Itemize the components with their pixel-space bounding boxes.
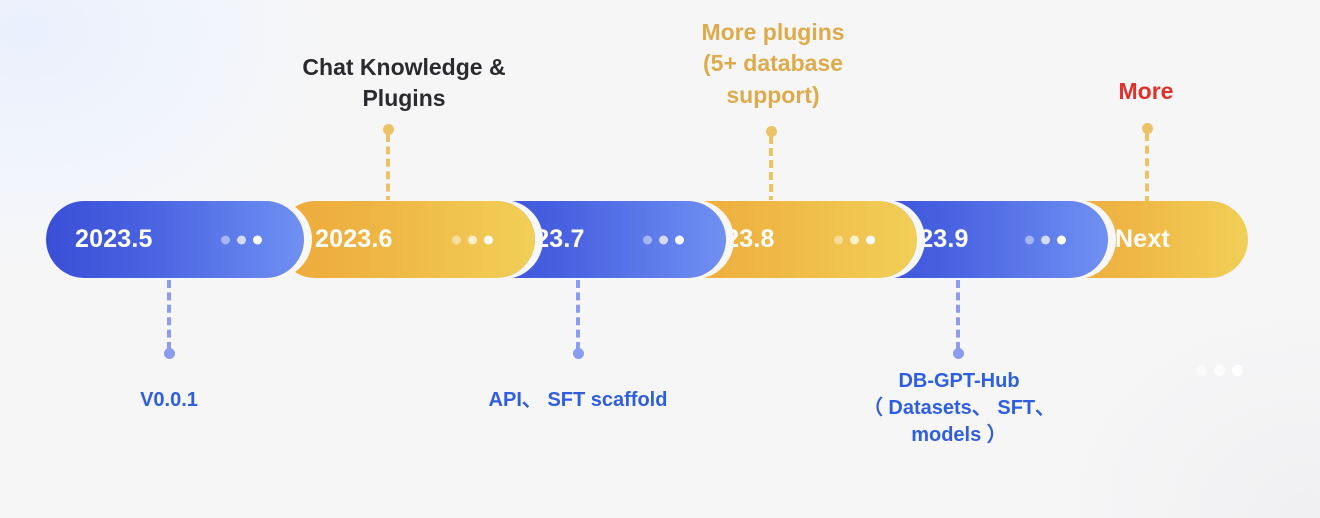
connector-knob-icon [1141, 123, 1153, 134]
segment-dots-icon [221, 235, 262, 244]
connector-above-2023-6 [382, 124, 394, 204]
annotation-chat-knowledge-plugins: Chat Knowledge & Plugins [302, 54, 506, 112]
annotation-more: More [1118, 78, 1174, 104]
annotation-api-sft-scaffold: API、 SFT scaffold [488, 389, 668, 411]
connector-line [576, 280, 580, 350]
connector-line [769, 136, 773, 204]
connector-knob-icon [572, 348, 584, 359]
decorative-dots-icon [1196, 365, 1243, 376]
connector-below-2023-9 [952, 280, 964, 360]
connector-line [386, 134, 390, 204]
annotation-db-gpt-hub: DB-GPT-Hub （ Datasets、 SFT、 models ） [862, 370, 1056, 447]
connector-knob-icon [163, 348, 175, 359]
segment-dots-icon [1025, 235, 1066, 244]
segment-dots-icon [643, 235, 684, 244]
connector-below-2023-5 [163, 280, 175, 360]
connector-knob-icon [952, 348, 964, 359]
connector-line [1145, 133, 1149, 204]
annotation-v0-0-1: V0.0.1 [140, 389, 198, 411]
timeline-segment-label: Next [1115, 225, 1170, 253]
segment-dots-icon [834, 235, 875, 244]
connector-line [167, 280, 171, 350]
timeline-bar: Next 2023.9 2023.8 2023.7 2023.6 [46, 201, 1248, 278]
timeline-segment-2023-5[interactable]: 2023.5 [46, 201, 304, 278]
connector-above-next [1141, 123, 1153, 204]
timeline-segment-2023-6[interactable]: 2023.6 [277, 201, 535, 278]
connector-below-2023-7 [572, 280, 584, 360]
connector-line [956, 280, 960, 350]
annotation-more-plugins: More plugins (5+ database support) [701, 19, 845, 108]
connector-above-2023-8 [765, 126, 777, 204]
segment-dots-icon [452, 235, 493, 244]
connector-knob-icon [382, 124, 394, 135]
timeline-segment-label: 2023.6 [315, 225, 393, 253]
connector-knob-icon [765, 126, 777, 137]
timeline-segment-label: 2023.5 [75, 225, 153, 253]
